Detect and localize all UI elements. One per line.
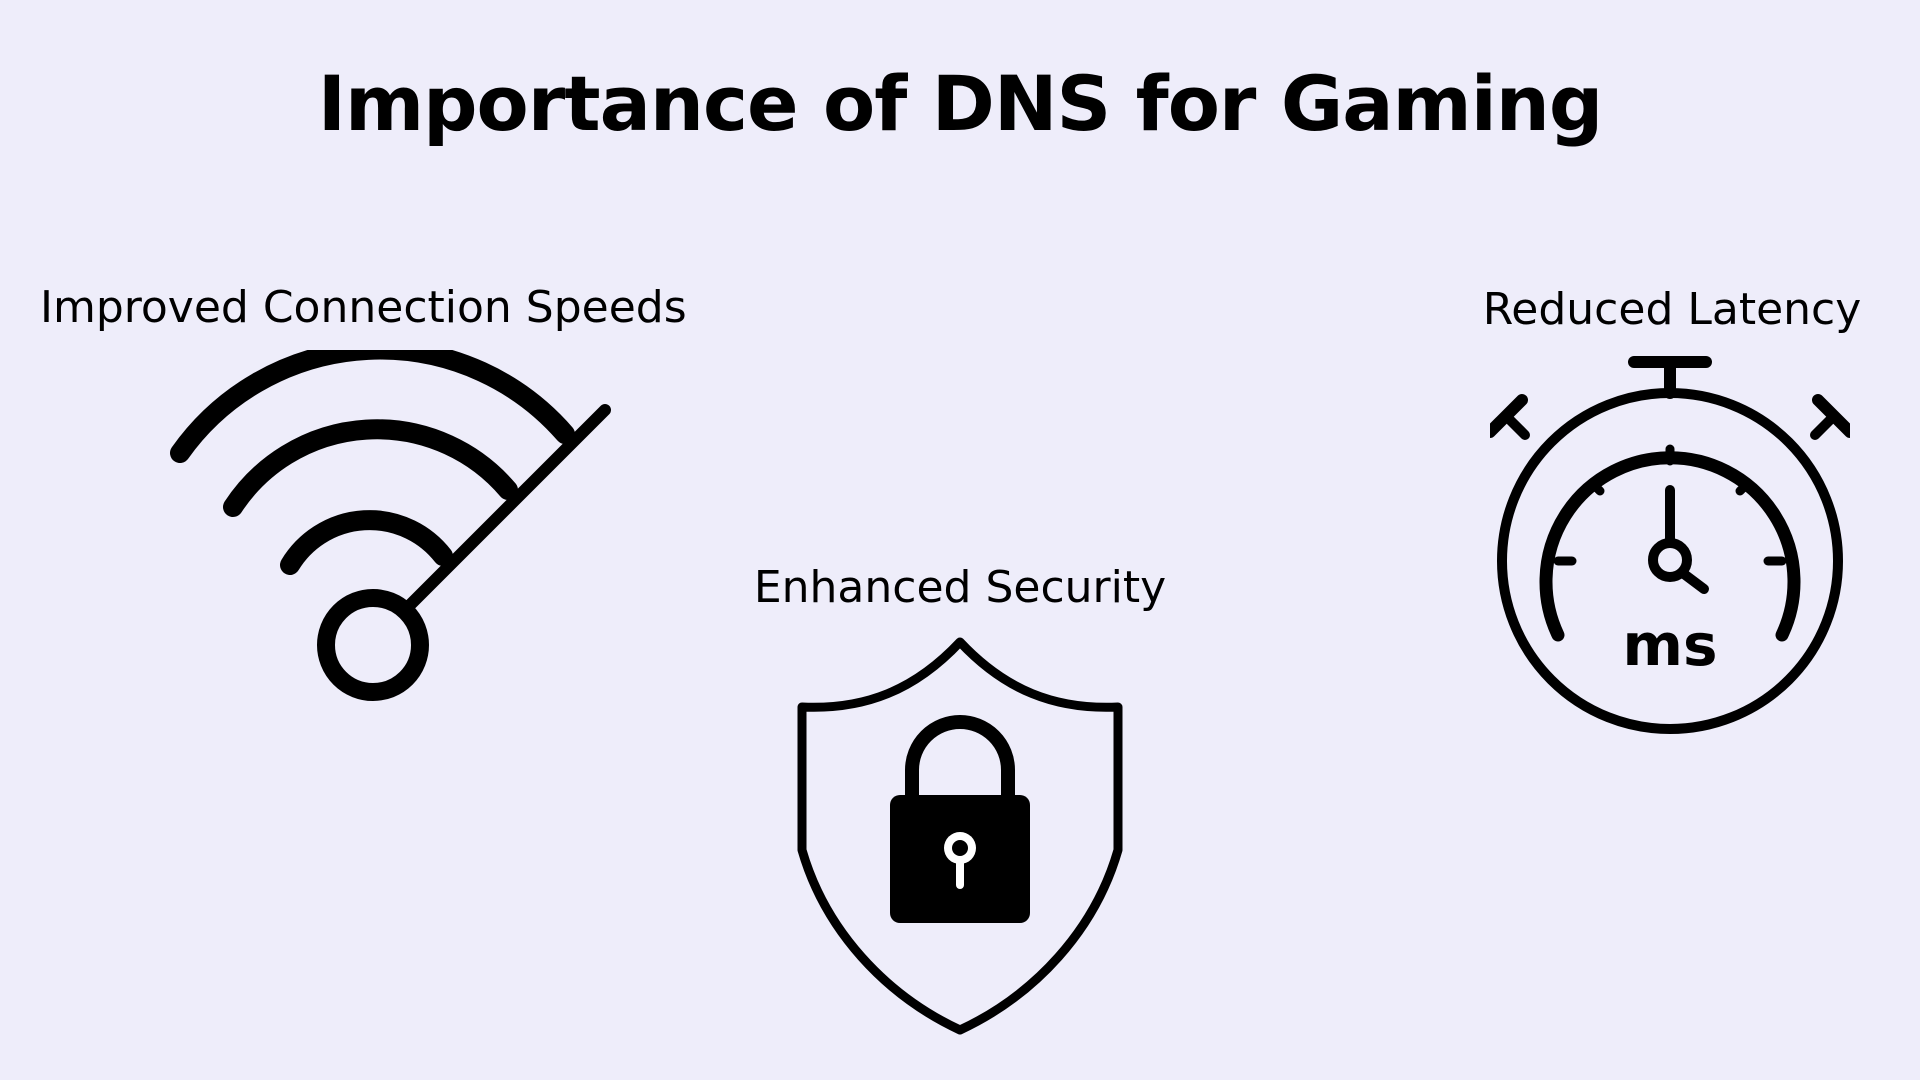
feature-label-enhanced-security: Enhanced Security	[753, 562, 1167, 613]
wifi-speed-icon	[170, 350, 611, 701]
stopwatch-icon: ms	[1490, 356, 1850, 734]
feature-label-reduced-latency: Reduced Latency	[1482, 284, 1862, 335]
shield-lock-icon	[797, 637, 1123, 1035]
milliseconds-label: ms	[1623, 611, 1718, 679]
feature-label-connection-speeds: Improved Connection Speeds	[40, 282, 687, 333]
page-title: Importance of DNS for Gaming	[317, 59, 1604, 148]
